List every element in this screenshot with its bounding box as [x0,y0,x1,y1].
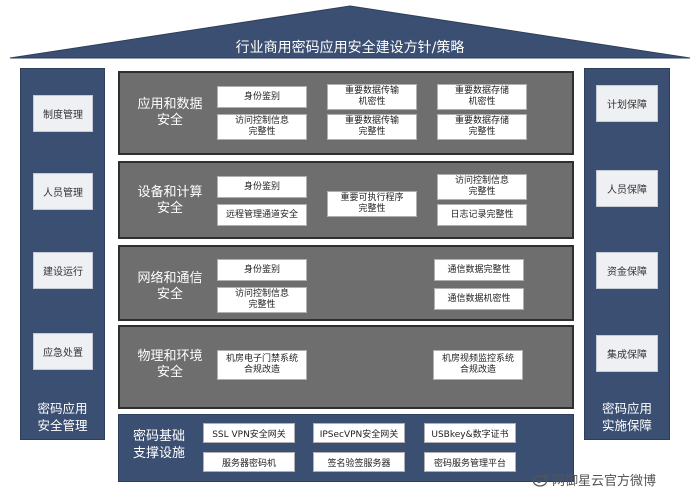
right-pillar-item: 计划保障 [596,85,658,122]
left-pillar-item: 制度管理 [33,95,93,132]
layer-cell: 通信数据机密性 [434,288,524,310]
layer-network-communication [118,245,574,321]
base-cell: IPSecVPN安全网关 [313,423,405,443]
layer-cell: 重要数据传输 完整性 [327,114,417,140]
base-cell: SSL VPN安全网关 [203,423,295,443]
layer-cell: 日志记录完整性 [437,204,527,226]
roof-shape [9,5,691,59]
layer-cell: 访问控制信息 完整性 [217,114,307,140]
right-pillar-item: 资金保障 [596,252,658,289]
roof-title: 行业商用密码应用安全建设方针/策略 [235,40,465,56]
layer-cell: 通信数据完整性 [434,259,524,281]
layer-cell: 机房视频监控系统 合规改造 [433,350,523,380]
layer-title: 设备和计算 安全 [137,185,203,216]
base-cell: 服务器密码机 [203,452,295,472]
weibo-icon [533,473,549,487]
layer-title: 应用和数据 安全 [137,97,203,128]
left-pillar-item: 人员管理 [33,173,93,210]
layer-cell: 访问控制信息 完整性 [217,287,307,313]
layer-title: 网络和通信 安全 [137,271,203,302]
layer-cell: 访问控制信息 完整性 [437,174,527,200]
watermark-text: 网御星云官方微博 [552,474,657,489]
layer-cell: 身份鉴别 [217,259,307,281]
layer-cell: 身份鉴别 [217,86,307,108]
layer-cell: 远程管理通道安全 [217,204,307,226]
layer-cell: 重要数据传输 机密性 [327,84,417,110]
layer-cell: 重要数据存储 完整性 [437,114,527,140]
base-cell: USBkey&数字证书 [424,423,516,443]
layer-title: 物理和环境 安全 [137,349,203,380]
layer-cell: 重要可执行程序 完整性 [327,191,417,217]
base-cell: 密码服务管理平台 [424,452,516,472]
left-pillar-item: 建设运行 [33,252,93,289]
base-title: 密码基础 支撑设施 [132,429,185,461]
left-pillar-item: 应急处置 [33,333,93,370]
right-pillar-title: 密码应用 实施保障 [601,401,652,433]
base-cell: 签名验签服务器 [313,452,405,472]
left-pillar-title: 密码应用 安全管理 [37,401,88,433]
right-pillar-item: 集成保障 [596,335,658,372]
right-pillar-item: 人员保障 [596,170,658,207]
layer-cell: 机房电子门禁系统 合规改造 [217,350,307,380]
layer-cell: 重要数据存储 机密性 [437,84,527,110]
layer-cell: 身份鉴别 [217,176,307,198]
